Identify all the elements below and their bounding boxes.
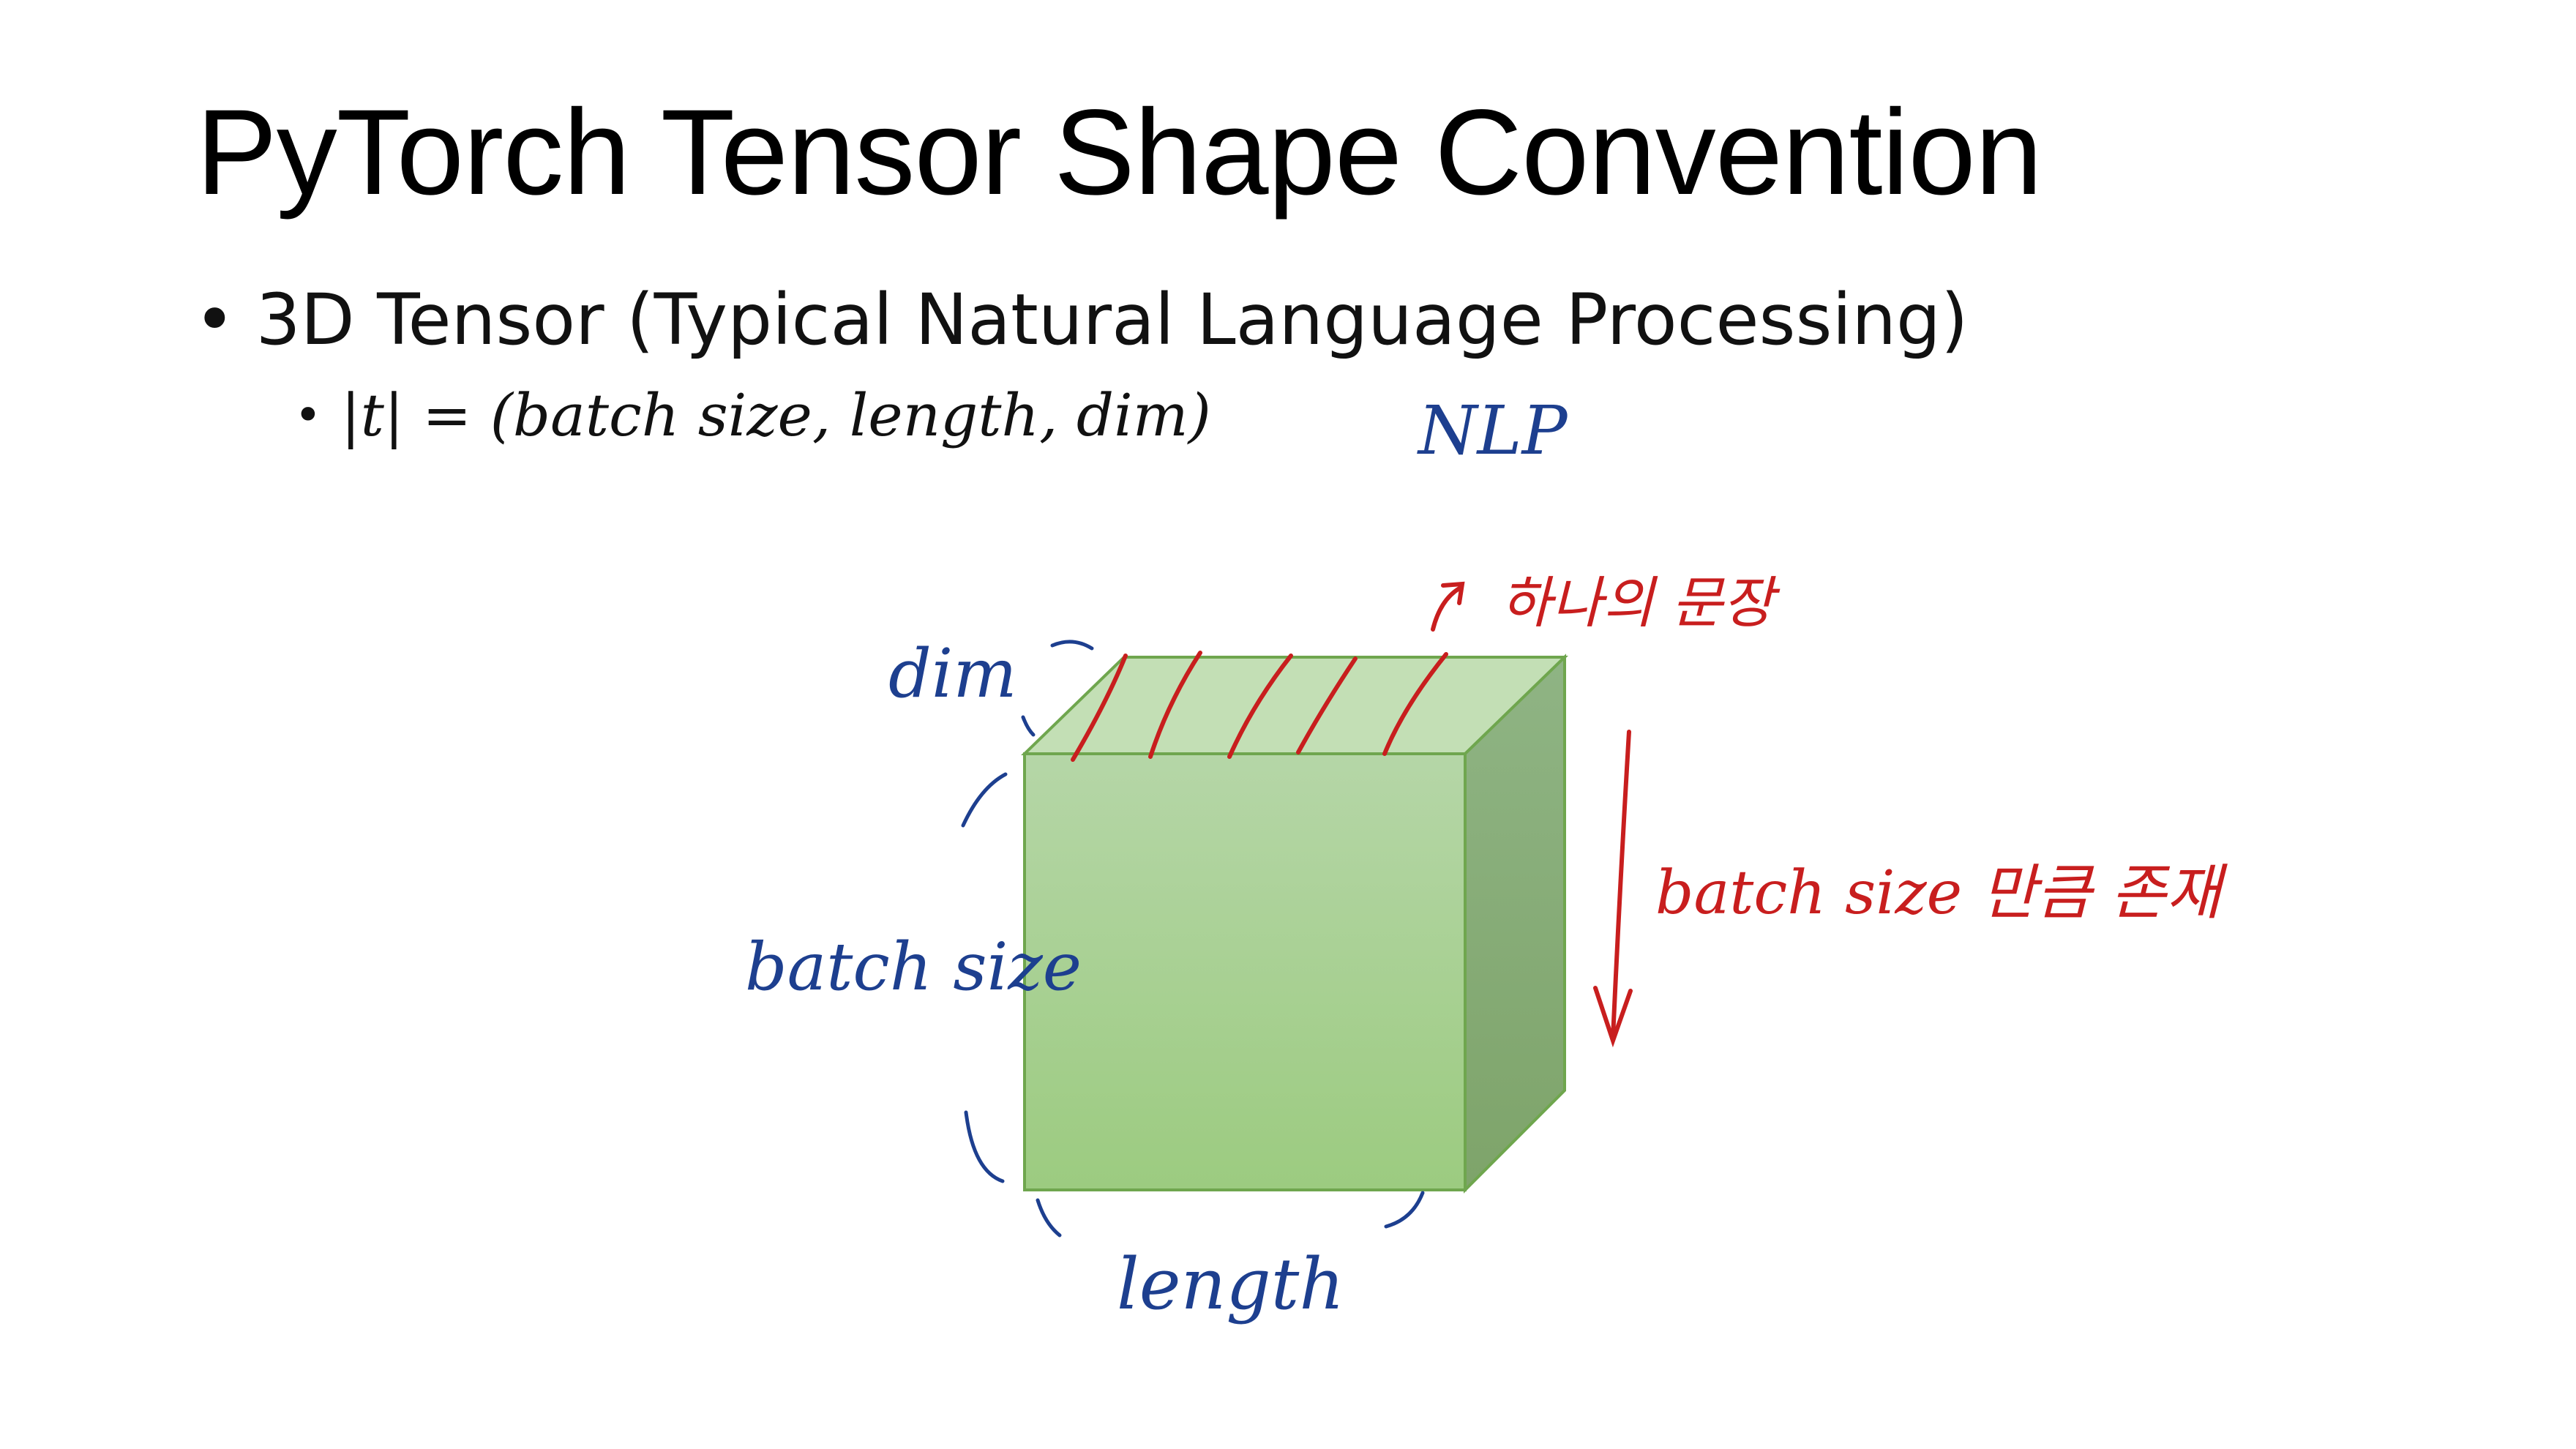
batch-size-label: batch size: [745, 929, 1082, 1006]
batch-arrow-icon: [1593, 730, 1633, 1048]
dim-label: dim: [888, 634, 1017, 713]
nlp-label: NLP: [1417, 392, 1569, 470]
sentence-arrow-icon: [1431, 581, 1465, 632]
slide-title: PyTorch Tensor Shape Convention: [196, 85, 2043, 220]
bullet-dot: •: [294, 389, 322, 443]
length-bracket: [1036, 1191, 1425, 1238]
batch-note: batch size 만큼 존재: [1655, 858, 2228, 928]
shape-formula: |t| = (batch size, length, dim): [340, 381, 1211, 449]
tensor-cube-icon: [1021, 654, 1568, 1194]
batch-size-bracket: [961, 772, 1008, 1183]
sentence-note: 하나의 문장: [1500, 570, 1781, 635]
bullet-text-3d-tensor: 3D Tensor (Typical Natural Language Proc…: [255, 279, 1969, 361]
cube-front-face: [1023, 752, 1467, 1191]
bullet-item-shape-formula: • |t| = (batch size, length, dim): [294, 382, 1211, 449]
bullet-item-3d-tensor: •3D Tensor (Typical Natural Language Pro…: [194, 279, 1969, 361]
bullet-dot: •: [194, 279, 236, 361]
dim-bracket: [1021, 640, 1094, 737]
sentence-strokes: [1071, 651, 1448, 762]
length-label: length: [1117, 1243, 1344, 1325]
